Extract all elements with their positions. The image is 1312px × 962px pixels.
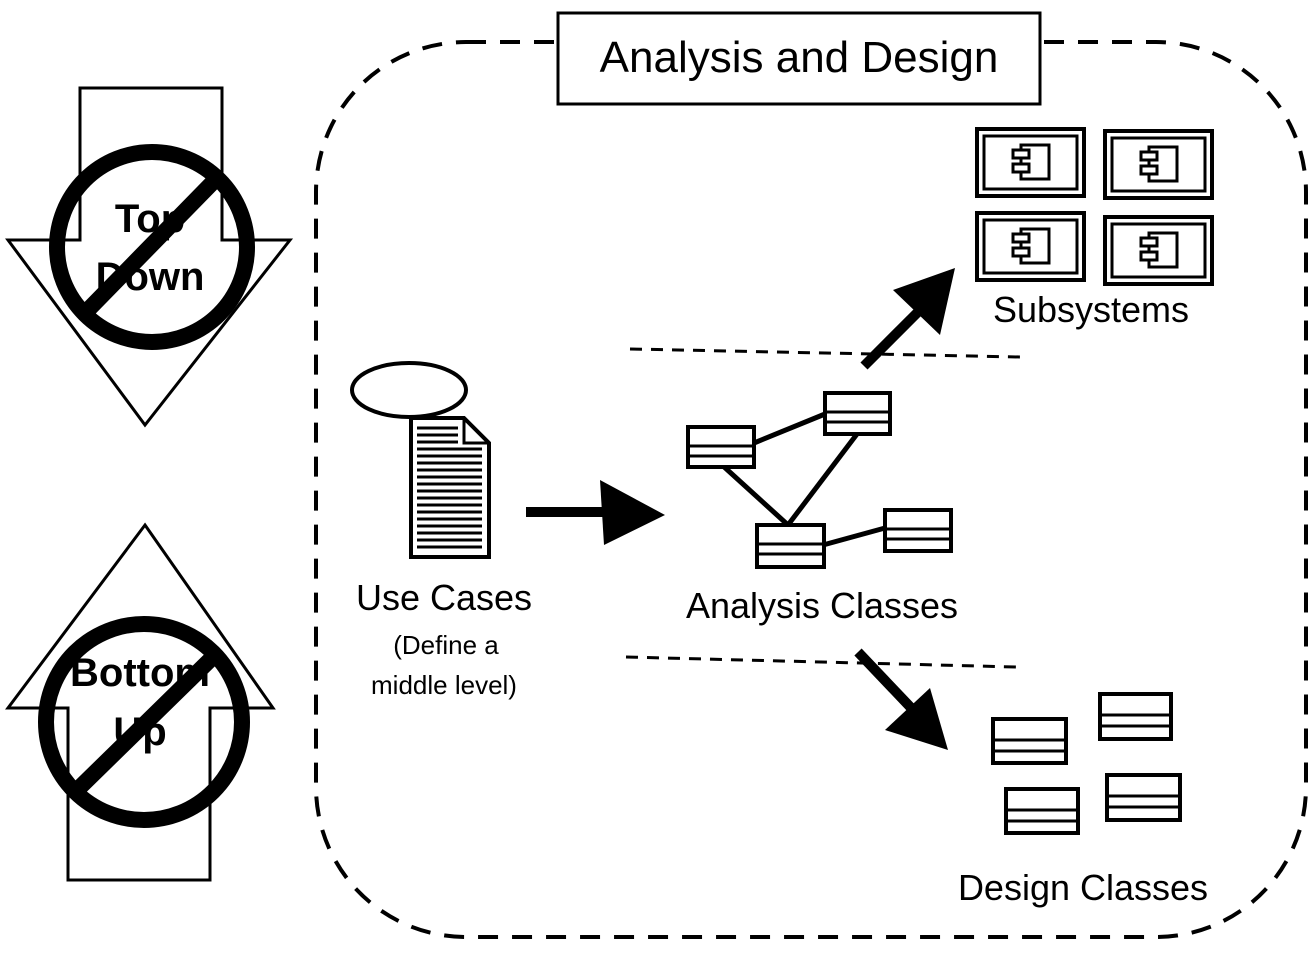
analysis-class-icon [883, 508, 953, 553]
use-case-icon [350, 361, 468, 419]
down-right-arrow-icon [854, 648, 948, 750]
analysis-class-icon [823, 391, 892, 436]
subsystem-icon [1103, 215, 1214, 286]
lower-separator [625, 655, 1017, 669]
analysis-class-connections [720, 411, 886, 548]
component-icon [1011, 227, 1051, 265]
component-icon [1011, 143, 1051, 181]
subsystem-icon [1103, 129, 1214, 200]
right-arrow-icon [526, 480, 665, 545]
subsystem-icon [975, 127, 1086, 198]
analysis-class-icon [755, 523, 826, 569]
top-down-arrow-icon: Top Down [5, 86, 294, 428]
design-classes-label: Design Classes [958, 867, 1208, 908]
use-cases-note-line1: (Define a [393, 630, 499, 660]
diagram-title: Analysis and Design [600, 33, 999, 82]
document-icon [409, 416, 491, 559]
bottom-up-arrow-icon: Bottom Up [5, 522, 276, 882]
analysis-class-icon [686, 425, 756, 469]
upper-separator [629, 347, 1021, 359]
design-class-icon [1105, 773, 1182, 822]
title-box: Analysis and Design [556, 11, 1042, 106]
component-icon [1139, 231, 1179, 269]
component-icon [1139, 145, 1179, 183]
design-class-icon [991, 717, 1068, 765]
up-right-arrow-icon [860, 268, 955, 370]
subsystems-group [975, 127, 1214, 286]
design-class-icon [1098, 692, 1173, 741]
use-cases-label: Use Cases [356, 577, 532, 618]
design-class-icon [1004, 787, 1080, 835]
subsystem-icon [975, 211, 1086, 282]
top-down-prohibited-slash [79, 172, 223, 319]
analysis-classes-label: Analysis Classes [686, 585, 958, 626]
subsystems-label: Subsystems [993, 289, 1189, 330]
use-cases-note-line2: middle level) [371, 670, 517, 700]
bottom-up-prohibited-slash [66, 649, 221, 801]
